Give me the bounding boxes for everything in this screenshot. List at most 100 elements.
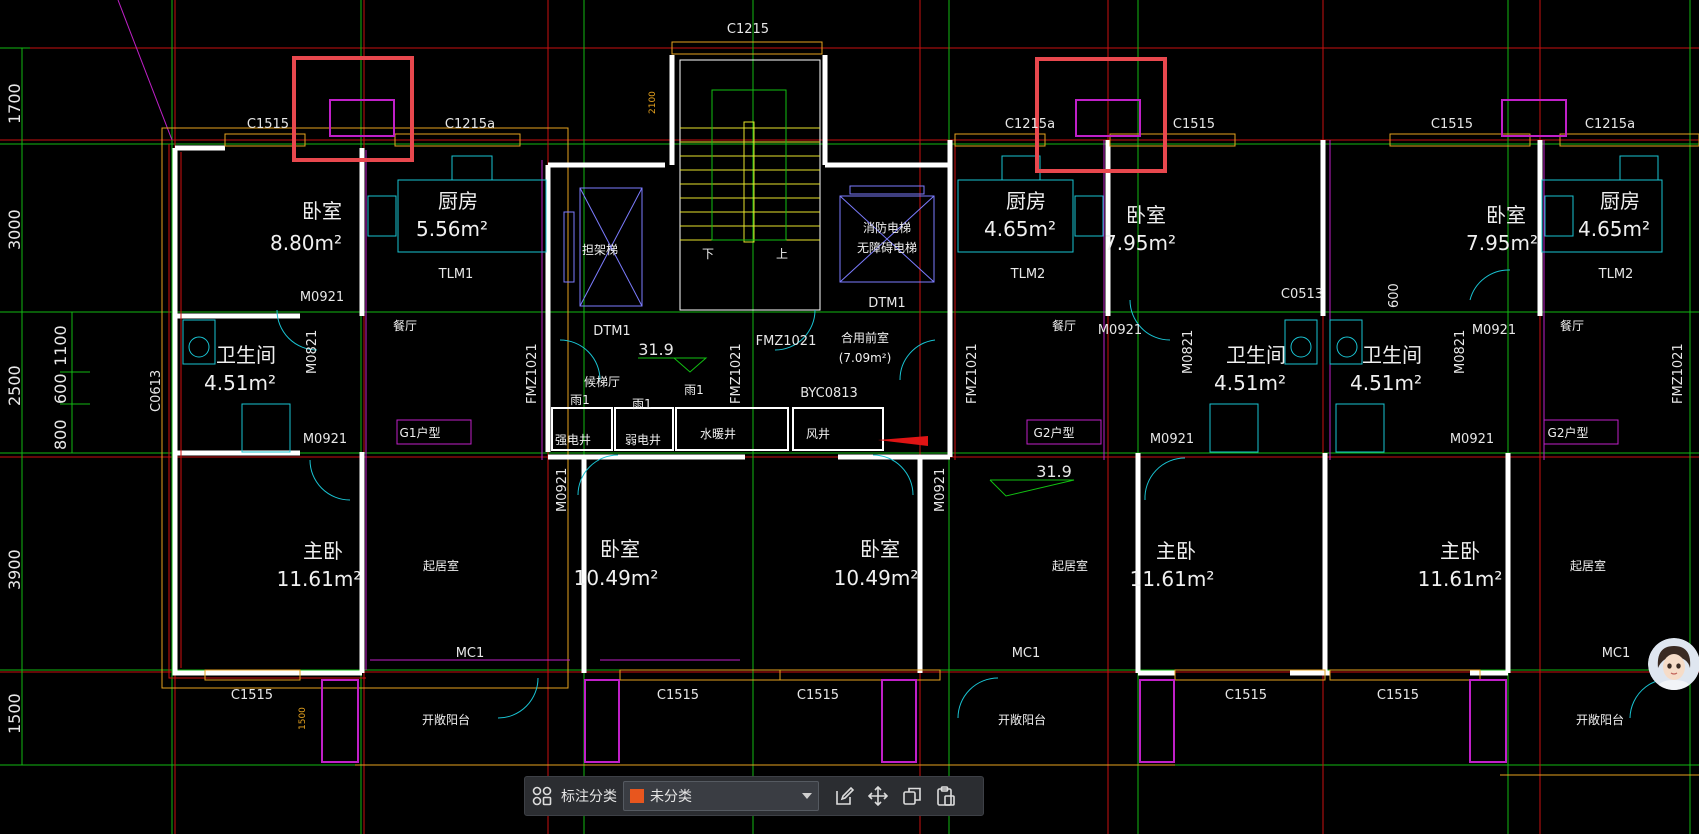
label-kitchen-1-area: 5.56m² (416, 217, 488, 241)
label-bedroom-1: 卧室 (302, 199, 342, 223)
label-kitchen-3-area: 4.65m² (1578, 217, 1650, 241)
edit-icon (836, 786, 855, 805)
grid-view-button[interactable] (525, 779, 559, 813)
label-bedroom-2-area: 10.49m² (574, 566, 659, 590)
label-bedroom-3: 卧室 (860, 537, 900, 561)
move-icon (867, 785, 889, 807)
tag-elev-1: 31.9 (638, 340, 674, 359)
tag-dim-600: 600 (1387, 283, 1402, 308)
tag-c0613: C0613 (149, 370, 164, 412)
label-stair-up: 上 (776, 247, 788, 261)
tag-dtm1-a: DTM1 (593, 324, 630, 339)
label-lobby-b: (7.09m²) (839, 351, 892, 365)
elevator-2 (839, 185, 935, 283)
label-bath-1-area: 4.51m² (204, 371, 276, 395)
tag-c1515-b5: C1515 (1377, 688, 1419, 703)
label-hall: 候梯厅 (584, 375, 620, 389)
label-master-3: 主卧 (1440, 539, 1480, 563)
label-bedroom-5: 卧室 (1486, 203, 1526, 227)
label-kitchen-2: 厨房 (1006, 189, 1046, 213)
tag-m0921-d: M0921 (933, 468, 948, 512)
tag-m0921-h: M0921 (1450, 432, 1494, 447)
label-bedroom-3-area: 10.49m² (834, 566, 919, 590)
label-shaft-strong: 强电井 (555, 433, 591, 447)
dim-3000: 3000 (5, 209, 24, 250)
tag-c1515-b4: C1515 (1225, 688, 1267, 703)
label-unit-g2a: G2户型 (1034, 425, 1075, 440)
label-bedroom-1-area: 8.80m² (270, 231, 342, 255)
dim-2500: 2500 (5, 365, 24, 406)
tag-fmz1021-b: FMZ1021 (525, 343, 540, 404)
outer-boundary (161, 127, 1699, 776)
tag-dim-1500b: 1500 (298, 707, 308, 730)
label-bedroom-4: 卧室 (1126, 203, 1166, 227)
label-living-2: 起居室 (1052, 558, 1088, 573)
tag-tlm1: TLM1 (438, 267, 474, 282)
stair (679, 59, 821, 311)
tag-c1515-b3: C1515 (797, 688, 839, 703)
label-bath-1: 卫生间 (216, 343, 276, 367)
dim-600: 600 (51, 373, 70, 404)
paste-button[interactable] (929, 779, 963, 813)
dimension-column (0, 47, 90, 766)
label-master-2: 主卧 (1156, 539, 1196, 563)
elevator-1 (563, 187, 643, 307)
copy-button[interactable] (895, 779, 929, 813)
move-button[interactable] (861, 779, 895, 813)
category-label: 标注分类 (561, 789, 617, 805)
tag-m0821-b: M0821 (1181, 330, 1196, 374)
label-balcony-3: 开敞阳台 (1576, 712, 1624, 727)
label-bedroom-2: 卧室 (600, 537, 640, 561)
label-living-3: 起居室 (1570, 558, 1606, 573)
label-balcony-1: 开敞阳台 (422, 712, 470, 727)
label-bath-3: 卫生间 (1362, 343, 1422, 367)
label-kitchen-3: 厨房 (1600, 189, 1640, 213)
tag-c1215a-2: C1215a (1005, 117, 1055, 132)
label-bedroom-5-area: 7.95m² (1466, 231, 1538, 255)
chevron-down-icon (802, 793, 812, 799)
dim-1100: 1100 (51, 325, 70, 366)
edit-button[interactable] (827, 779, 861, 813)
label-living-1: 起居室 (423, 558, 459, 573)
tag-fmz1021-e: FMZ1021 (1671, 343, 1686, 404)
tag-m0921-e: M0921 (1150, 432, 1194, 447)
tag-c1515-3: C1515 (1431, 117, 1473, 132)
vent-boxes (329, 99, 1567, 137)
tag-elev-2: 31.9 (1036, 462, 1072, 481)
label-bath-3-area: 4.51m² (1350, 371, 1422, 395)
dim-3900: 3900 (5, 549, 24, 590)
assistant-avatar[interactable] (1648, 638, 1699, 690)
dim-1700: 1700 (5, 83, 24, 124)
label-rain-1: 雨1 (570, 393, 590, 407)
avatar-icon (1648, 638, 1699, 690)
highlight-box-1 (292, 56, 414, 162)
label-bath-2: 卫生间 (1226, 343, 1286, 367)
label-dining-2: 餐厅 (1052, 318, 1076, 333)
windows (204, 41, 1699, 681)
tag-m0821-c: M0821 (1453, 330, 1468, 374)
label-master-1-area: 11.61m² (277, 567, 362, 591)
tag-c1215a-3: C1215a (1585, 117, 1635, 132)
tag-dtm1-b: DTM1 (868, 296, 905, 311)
label-balcony-2: 开敞阳台 (998, 712, 1046, 727)
paste-icon (937, 786, 955, 806)
category-color-swatch (630, 789, 644, 803)
category-select[interactable]: 未分类 (623, 781, 819, 811)
copy-icon (903, 787, 921, 805)
tag-fmz1021-a: FMZ1021 (756, 334, 817, 349)
highlight-box-2 (1035, 57, 1167, 173)
label-shaft-wind: 风井 (806, 427, 830, 441)
tag-c0513-a: C0513 (1281, 287, 1323, 302)
red-marker (878, 436, 928, 446)
tag-c1215a-1: C1215a (445, 117, 495, 132)
label-bath-2-area: 4.51m² (1214, 371, 1286, 395)
label-lift-1: 担架梯 (582, 243, 618, 257)
tag-tlm2-a: TLM2 (1010, 267, 1046, 282)
label-kitchen-2-area: 4.65m² (984, 217, 1056, 241)
label-master-3-area: 11.61m² (1418, 567, 1503, 591)
tag-c1515-1: C1515 (247, 117, 289, 132)
label-lobby-a: 合用前室 (841, 330, 889, 345)
label-master-1: 主卧 (303, 539, 343, 563)
